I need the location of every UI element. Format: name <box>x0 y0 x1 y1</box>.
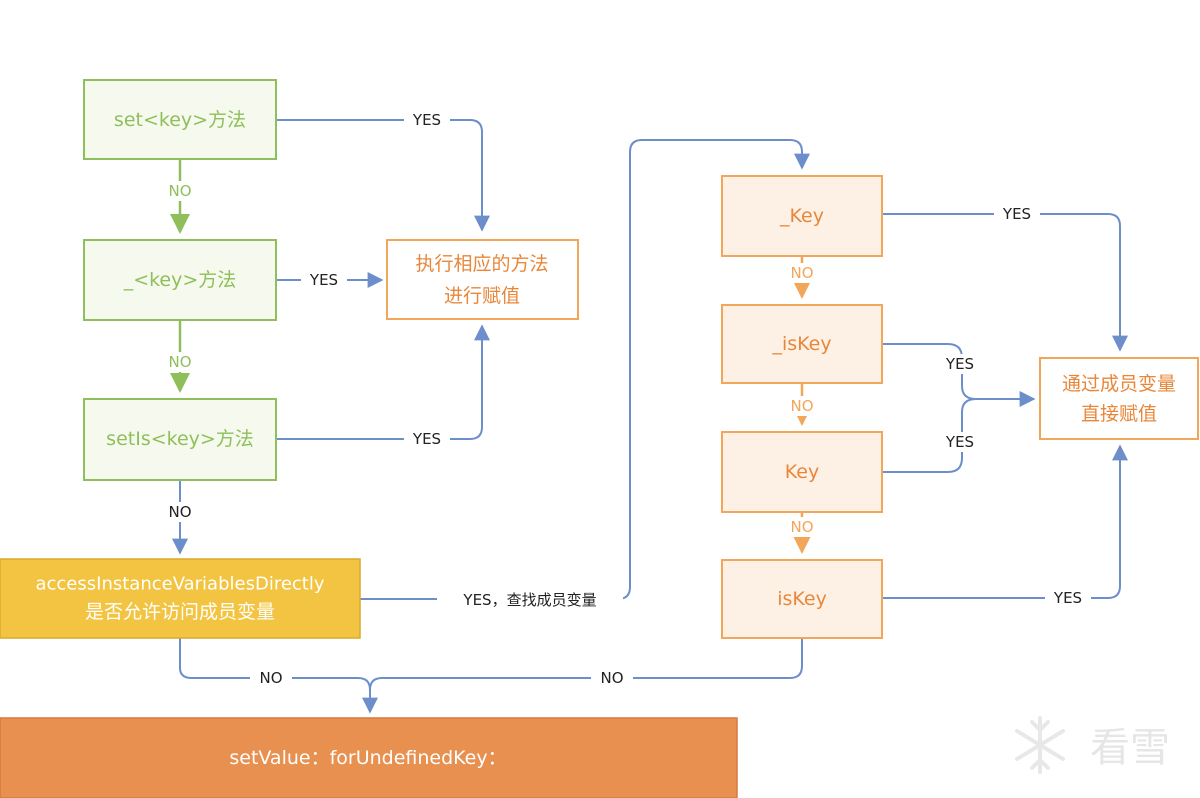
node-ivar-is-key-label: isKey <box>777 588 827 610</box>
node-set-is-key-method-label: setIs<key>方法 <box>106 428 254 450</box>
node-ivar-underscore-key: _Key <box>721 175 883 257</box>
label-no-iskey: NO <box>600 669 623 687</box>
edge-setkey-yes <box>276 119 490 232</box>
node-assign-via-ivar-line2: 直接赋值 <box>1081 403 1157 425</box>
node-set-key-method-label: set<key>方法 <box>114 109 246 131</box>
node-ivar-key-label: Key <box>785 461 819 483</box>
label-no-setiskey: NO <box>168 503 191 521</box>
label-yes-setiskey: YES <box>412 430 441 448</box>
label-yes-key: YES <box>945 433 974 451</box>
node-execute-method: 执行相应的方法 进行赋值 <box>386 239 579 320</box>
snowflake-icon <box>1015 716 1065 774</box>
watermark-text: 看雪 <box>1090 725 1170 771</box>
node-underscore-key-method-label: _<key>方法 <box>123 269 237 291</box>
node-execute-method-line1: 执行相应的方法 <box>415 253 548 275</box>
edge-key-underscore-yes <box>882 213 1128 352</box>
node-access-instance-line2: 是否允许访问成员变量 <box>85 601 275 623</box>
node-assign-via-ivar-line1: 通过成员变量 <box>1062 373 1176 395</box>
label-no-access: NO <box>259 669 282 687</box>
node-set-value-undefined-key-label: setValue：forUndefinedKey： <box>229 747 506 769</box>
edge-iskey-yes <box>882 444 1128 599</box>
label-no-key: NO <box>790 518 813 536</box>
label-yes-iskey: YES <box>1053 589 1082 607</box>
label-yes-key-underscore: YES <box>1002 205 1031 223</box>
node-ivar-underscore-key-label: _Key <box>779 205 824 227</box>
label-yes-search-ivars: YES，查找成员变量 <box>462 591 596 609</box>
edge-iskey-no <box>369 638 803 691</box>
label-yes-underscorekey: YES <box>309 271 338 289</box>
node-set-value-undefined-key: setValue：forUndefinedKey： <box>0 717 738 798</box>
label-no-iskey-underscore: NO <box>790 397 813 415</box>
node-underscore-key-method: _<key>方法 <box>83 239 277 321</box>
label-no-setkey: NO <box>168 182 191 200</box>
edge-access-yes <box>360 139 810 600</box>
node-access-instance-variables: accessInstanceVariablesDirectly 是否允许访问成员… <box>0 558 361 639</box>
node-ivar-key: Key <box>721 431 883 513</box>
node-access-instance-line1: accessInstanceVariablesDirectly <box>35 574 324 595</box>
node-set-is-key-method: setIs<key>方法 <box>83 398 277 481</box>
node-execute-method-line2: 进行赋值 <box>444 285 520 307</box>
node-ivar-is-key: isKey <box>721 559 883 639</box>
node-ivar-underscore-is-key: _isKey <box>721 304 883 384</box>
node-set-key-method: set<key>方法 <box>83 79 277 160</box>
watermark: 看雪 <box>1015 716 1170 774</box>
label-no-key-underscore: NO <box>790 264 813 282</box>
label-yes-iskey-underscore: YES <box>945 355 974 373</box>
node-ivar-underscore-is-key-label: _isKey <box>771 333 831 355</box>
label-yes-setkey: YES <box>412 111 441 129</box>
edge-key-yes <box>882 398 977 473</box>
edge-setiskey-yes <box>276 324 490 440</box>
node-assign-via-ivar: 通过成员变量 直接赋值 <box>1039 357 1199 440</box>
label-no-underscorekey: NO <box>168 353 191 371</box>
